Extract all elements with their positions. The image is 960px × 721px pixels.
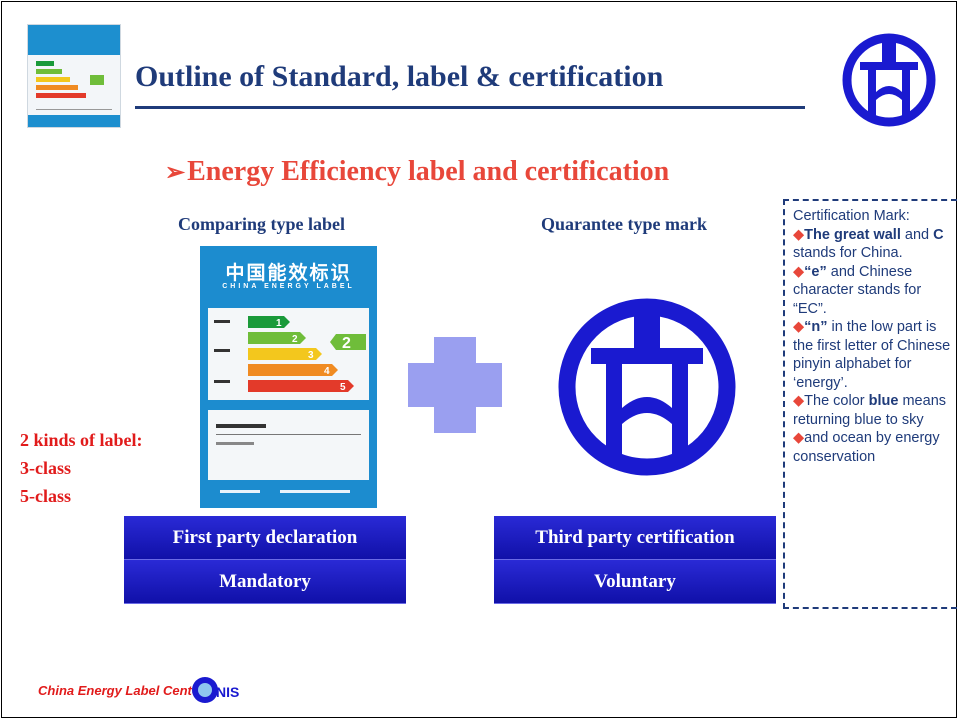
diamond-bullet-icon: ◆ (793, 226, 805, 243)
svg-text:2: 2 (292, 334, 298, 345)
side-item-e: ◆“e” and Chinese character stands for “E… (793, 263, 922, 317)
label-thumbnail (27, 24, 121, 128)
voluntary-box: Voluntary (494, 560, 776, 604)
label-header-cn: 中国能效标识 (225, 262, 352, 284)
title-rule (135, 106, 805, 109)
svg-text:2: 2 (342, 335, 351, 352)
certification-mark-explanation: Certification Mark: ◆The great wall and … (783, 199, 957, 609)
diamond-bullet-icon: ◆ (793, 393, 805, 409)
diamond-bullet-icon: ◆ (793, 430, 805, 446)
side-item-blue: ◆The color blue means returning blue to … (793, 393, 947, 428)
kinds-5-class: 5-class (20, 486, 71, 506)
arrow-bullet-icon: ➢ (165, 160, 186, 186)
section-subtitle-text: Energy Efficiency label and certificatio… (187, 156, 670, 187)
guarantee-mark-heading: Quarantee type mark (541, 214, 707, 234)
kinds-heading: 2 kinds of label: (20, 430, 143, 450)
section-subtitle: ➢Energy Efficiency label and certificati… (165, 156, 669, 188)
certification-mark-logo (842, 33, 936, 127)
svg-text:4: 4 (324, 366, 330, 377)
mandatory-box: Mandatory (124, 560, 406, 604)
svg-text:NIS: NIS (216, 684, 239, 700)
plus-icon (408, 337, 502, 433)
cnis-logo: NIS (192, 677, 239, 703)
footer-org-name: China Energy Label Center, (38, 683, 208, 698)
comparing-label-heading: Comparing type label (178, 214, 346, 234)
kinds-3-class: 3-class (20, 458, 71, 478)
svg-text:3: 3 (308, 350, 314, 361)
label-kinds: 2 kinds of label: 3-class 5-class (20, 426, 143, 510)
third-party-certification-box: Third party certification (494, 516, 776, 560)
side-item-ocean: ◆and ocean by energy conservation (793, 430, 940, 465)
diamond-bullet-icon: ◆ (793, 319, 805, 335)
label-header-en: CHINA ENERGY LABEL (222, 283, 355, 290)
side-intro: Certification Mark: (793, 208, 910, 224)
svg-text:1: 1 (276, 318, 282, 329)
svg-text:5: 5 (340, 382, 346, 393)
label-info-panel (208, 410, 369, 480)
diamond-bullet-icon: ◆ (793, 263, 805, 280)
side-item-n: ◆“n” in the low part is the first letter… (793, 319, 951, 391)
page-title: Outline of Standard, label & certificati… (135, 60, 664, 93)
certification-mark-icon (558, 298, 736, 476)
side-item-great-wall: ◆The great wall and C stands for China. (793, 226, 944, 262)
first-party-declaration-box: First party declaration (124, 516, 406, 560)
